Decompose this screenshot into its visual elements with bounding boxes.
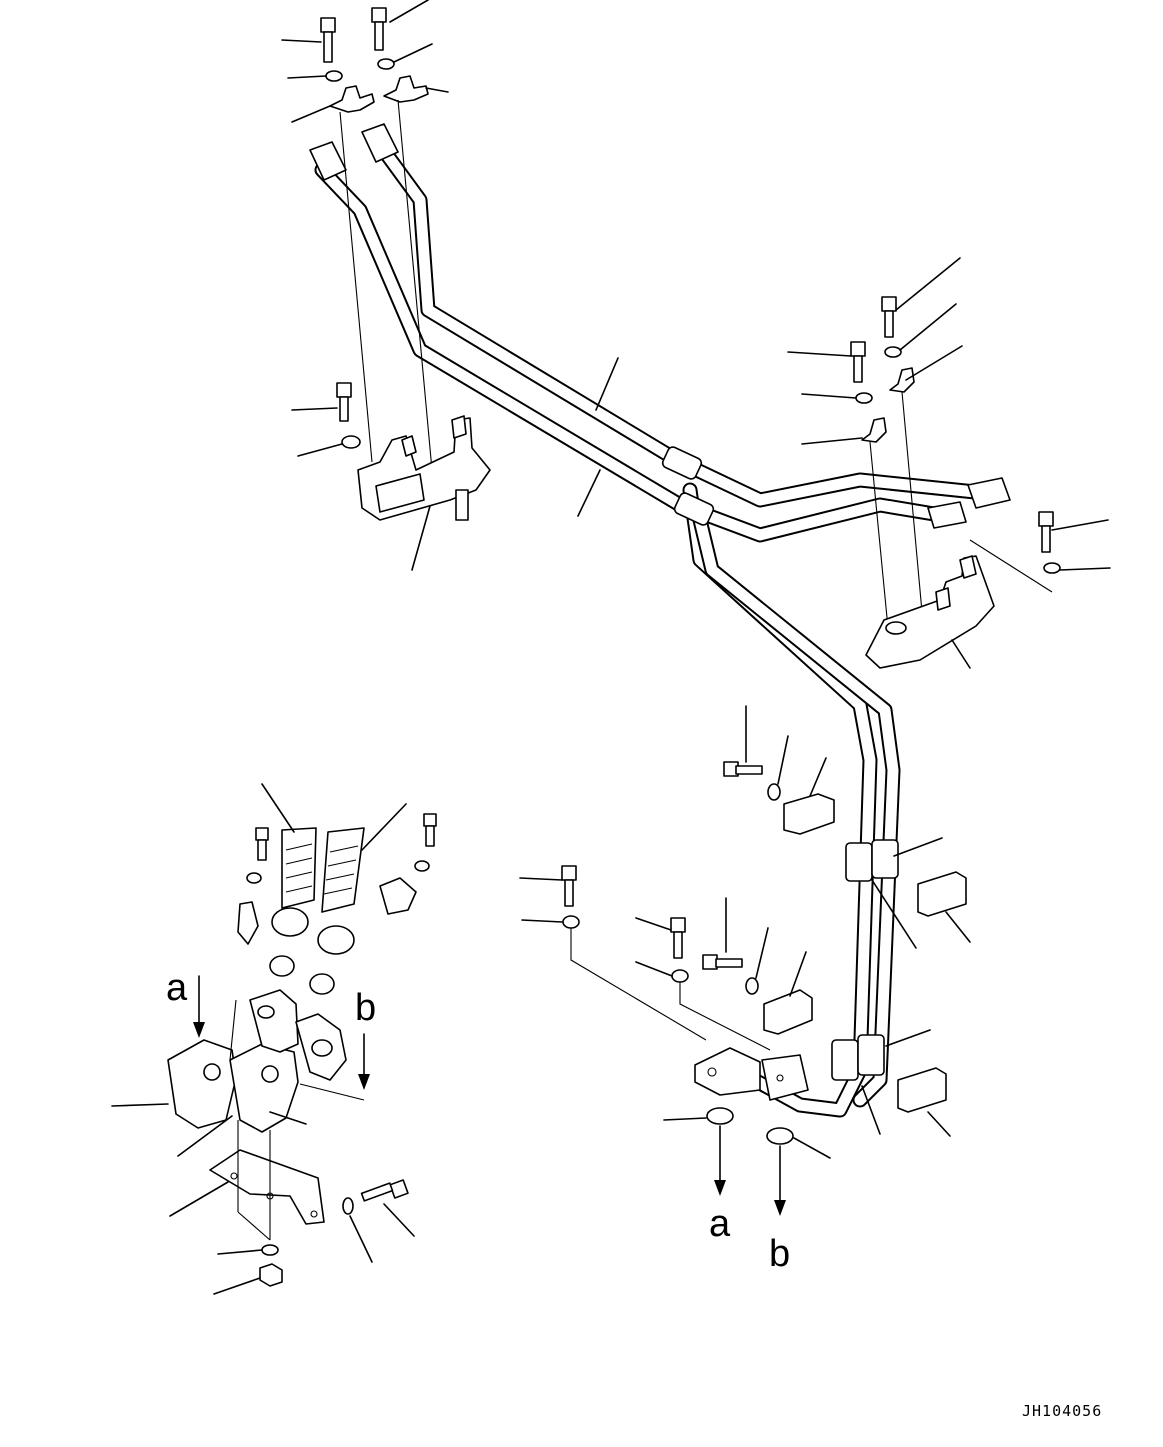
washer-icon bbox=[377, 58, 395, 70]
pipe-flange-block bbox=[694, 1047, 761, 1096]
drawing-code: JH104056 bbox=[1022, 1402, 1102, 1420]
elbow-flange-icon bbox=[167, 1039, 237, 1129]
bolt-icon bbox=[884, 310, 894, 338]
clamp-plate-icon bbox=[783, 793, 835, 835]
bolt-head-icon bbox=[561, 865, 577, 881]
bolt-head-icon bbox=[320, 17, 336, 33]
left-detail-hose-connection: a b bbox=[111, 783, 437, 1295]
pipe-clamp-icon bbox=[383, 75, 429, 103]
connection-label-b-top: b bbox=[355, 987, 376, 1029]
bolt-icon bbox=[564, 879, 574, 907]
split-flange-icon bbox=[379, 877, 417, 915]
hose-end-fitting bbox=[361, 123, 399, 163]
bolt-icon bbox=[339, 396, 349, 422]
elbow-flange-icon bbox=[229, 1043, 299, 1133]
hydraulic-hose-icon bbox=[321, 827, 365, 913]
bolt-icon bbox=[673, 931, 683, 959]
bolt-icon bbox=[425, 825, 435, 847]
washer-icon bbox=[325, 70, 343, 82]
pipe-coupling bbox=[661, 446, 703, 480]
washer-icon bbox=[855, 392, 873, 404]
bolt-head-icon bbox=[702, 954, 718, 970]
pipe-clamp-set bbox=[519, 705, 971, 1137]
o-ring-icon bbox=[309, 973, 335, 995]
top-left-clamp-hardware bbox=[281, 0, 449, 471]
bolt-icon bbox=[1041, 525, 1051, 553]
connection-arrows-bottom: a b bbox=[663, 1107, 831, 1275]
o-ring-icon bbox=[269, 955, 295, 977]
bolt-icon bbox=[735, 765, 763, 775]
bolt-head-icon bbox=[336, 382, 352, 398]
left-mounting-bracket bbox=[291, 382, 491, 571]
clamp-plate-icon bbox=[763, 989, 813, 1035]
connection-label-a-top: a bbox=[166, 967, 188, 1009]
washer-icon bbox=[767, 783, 781, 801]
pipe-clamp-icon bbox=[329, 85, 375, 113]
hose-fitting-icon bbox=[271, 907, 309, 937]
washer-icon bbox=[1043, 562, 1061, 574]
washer-icon bbox=[342, 1197, 354, 1215]
bolt-icon bbox=[323, 31, 333, 63]
washer-icon bbox=[884, 346, 902, 358]
pipe-flange-block bbox=[761, 1054, 809, 1101]
elbow-flange-icon bbox=[249, 989, 299, 1053]
clamp-cover-icon bbox=[917, 871, 967, 917]
bolt-icon bbox=[715, 958, 743, 968]
bolt-icon bbox=[374, 21, 384, 51]
bolt-head-icon bbox=[881, 296, 897, 312]
pipe-callouts bbox=[577, 357, 619, 517]
pipe-clamp-sleeve bbox=[831, 1039, 859, 1081]
clamp-cover-icon bbox=[897, 1067, 947, 1113]
hose-end-fitting bbox=[309, 141, 347, 181]
bolt-head-icon bbox=[1038, 511, 1054, 527]
nut-icon bbox=[259, 1263, 283, 1287]
washer-icon bbox=[246, 872, 262, 884]
washer-icon bbox=[261, 1244, 279, 1256]
bolt-head-icon bbox=[850, 341, 866, 357]
washer-icon bbox=[562, 915, 580, 929]
washer-icon bbox=[341, 435, 361, 449]
bolt-head-icon bbox=[670, 917, 686, 933]
pipe-clamp-sleeve bbox=[857, 1034, 885, 1076]
split-flange-icon bbox=[237, 901, 259, 945]
main-pipe-assembly bbox=[309, 123, 1011, 1118]
o-ring-icon bbox=[766, 1127, 794, 1145]
washer-icon bbox=[745, 977, 759, 995]
washer-icon bbox=[414, 860, 430, 872]
hydraulic-hose-icon bbox=[281, 827, 317, 909]
pipe-clamp-icon bbox=[861, 417, 887, 443]
bolt-head-icon bbox=[423, 813, 437, 827]
connection-label-a-bottom: a bbox=[709, 1203, 731, 1245]
right-clamp-hardware bbox=[787, 257, 1111, 669]
bolt-icon bbox=[257, 839, 267, 861]
bolt-icon bbox=[360, 1182, 394, 1202]
bolt-icon bbox=[853, 355, 863, 383]
pipe-clamp-sleeve bbox=[871, 839, 899, 879]
hose-end-fitting bbox=[967, 477, 1011, 509]
hose-end-fitting bbox=[927, 501, 967, 529]
bolt-head-icon bbox=[371, 7, 387, 23]
pipe-clamp-icon bbox=[889, 367, 915, 393]
bolt-head-icon bbox=[255, 827, 269, 841]
pipe-bracket bbox=[357, 417, 491, 521]
bracket-leg bbox=[455, 489, 469, 521]
pipe-coupling bbox=[673, 492, 715, 526]
mounting-plate-icon bbox=[209, 1149, 325, 1225]
connection-label-b-bottom: b bbox=[769, 1233, 790, 1275]
o-ring-icon bbox=[706, 1107, 734, 1125]
hose-fitting-icon bbox=[317, 925, 355, 955]
washer-icon bbox=[671, 969, 689, 983]
pipe-clamp-sleeve bbox=[845, 842, 873, 882]
